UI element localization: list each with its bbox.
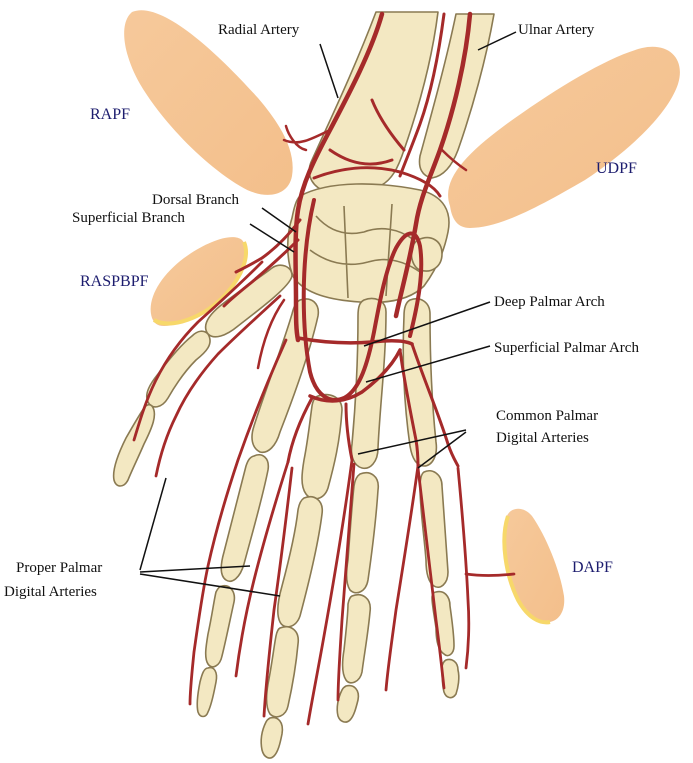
little-artery-outer: [416, 466, 446, 690]
index-proximal-phalanx: [220, 454, 270, 582]
rapf-flap: [124, 10, 293, 195]
common-palmar-digital-1: [286, 396, 314, 464]
ring-artery-inner: [384, 464, 420, 692]
index-middle-phalanx: [204, 584, 236, 668]
interosseous-artery: [398, 12, 446, 178]
middle-distal-phalanx: [260, 716, 284, 759]
common-palmar-digital-3: [398, 348, 420, 468]
index-artery-inner: [234, 460, 290, 678]
dapf-flap-edge: [502, 515, 551, 625]
little-artery-inner: [456, 466, 471, 670]
leader-superficial-palmar-arch: [365, 345, 491, 383]
arteries: [132, 11, 516, 726]
ulnar-artery: [393, 11, 473, 319]
dorsal-carpal-network: [312, 98, 442, 198]
label-rapf: RAPF: [90, 106, 130, 123]
raspbpf-flap: [150, 237, 246, 326]
label-common-palmar-1: Common Palmar: [496, 408, 598, 424]
middle-artery-inner: [306, 458, 354, 726]
label-common-palmar-2: Digital Arteries: [496, 430, 589, 446]
forearm-branch-right: [440, 148, 468, 172]
carpal-bones: [286, 183, 450, 304]
label-superficial-branch: Superficial Branch: [72, 210, 185, 226]
middle-proximal-phalanx: [277, 496, 324, 628]
thumb-artery-inner: [154, 294, 282, 478]
radial-side-branch: [256, 298, 286, 370]
label-proper-palmar-1: Proper Palmar: [16, 560, 102, 576]
label-raspbpf: RASPBPF: [80, 273, 149, 290]
radial-artery: [293, 11, 385, 343]
thumb-metacarpal: [204, 264, 293, 338]
middle-middle-phalanx: [265, 626, 300, 718]
forearm-branch-left: [282, 124, 332, 152]
udpf-flap: [448, 46, 680, 228]
index-distal-phalanx: [196, 666, 218, 718]
leader-proper-palmar-1: [139, 477, 167, 571]
dapf-feeder-artery: [464, 572, 516, 577]
leader-superficial-branch: [249, 223, 295, 253]
ring-proximal-phalanx: [345, 472, 380, 594]
common-palmar-digital-4: [410, 342, 460, 468]
deep-palmar-arch: [296, 336, 414, 346]
superficial-branch: [222, 238, 300, 308]
label-radial-artery: Radial Artery: [218, 22, 300, 38]
leader-dorsal-branch: [261, 207, 297, 233]
middle-metacarpal: [301, 393, 343, 500]
leader-radial-artery: [319, 43, 339, 99]
thumb-artery-outer: [132, 260, 264, 442]
dorsal-branch: [234, 218, 302, 274]
label-udpf: UDPF: [596, 160, 637, 177]
label-deep-palmar-arch: Deep Palmar Arch: [494, 294, 605, 310]
leader-common-palmar-1: [357, 429, 467, 455]
leader-proper-palmar-3: [139, 573, 281, 597]
carpal-lines: [309, 203, 421, 299]
dapf-flap: [503, 508, 565, 623]
flaps: [124, 10, 680, 625]
little-distal-phalanx: [441, 658, 460, 699]
ring-distal-phalanx: [336, 684, 360, 723]
labels: Radial Artery Ulnar Artery Dorsal Branch…: [4, 22, 639, 600]
leader-deep-palmar-arch: [363, 301, 491, 347]
pisiform-bone: [410, 236, 443, 272]
label-proper-palmar-2: Digital Arteries: [4, 584, 97, 600]
leader-common-palmar-2: [417, 431, 467, 469]
superficial-palmar-arch: [308, 348, 402, 403]
thumb-distal-phalanx: [112, 403, 156, 487]
ring-middle-phalanx: [341, 594, 372, 684]
label-dorsal-branch: Dorsal Branch: [152, 192, 240, 208]
common-palmar-digital-2: [344, 402, 354, 462]
index-artery-outer: [188, 338, 288, 706]
leader-proper-palmar-2: [139, 565, 251, 573]
ring-artery-outer: [336, 462, 356, 702]
leader-ulnar-artery: [477, 31, 517, 51]
middle-artery-outer: [262, 466, 294, 718]
leader-lines: [139, 31, 517, 597]
raspbpf-flap-edge: [152, 241, 248, 326]
label-superficial-palmar-arch: Superficial Palmar Arch: [494, 340, 639, 356]
label-ulnar-artery: Ulnar Artery: [518, 22, 595, 38]
label-dapf: DAPF: [572, 559, 613, 576]
